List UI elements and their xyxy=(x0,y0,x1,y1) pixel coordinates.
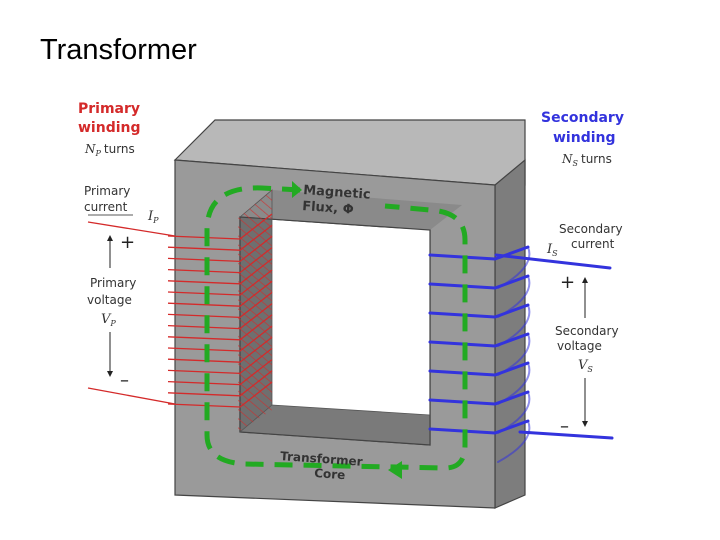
primary-lead-bottom xyxy=(87,387,176,405)
primary-coil-turn xyxy=(167,235,273,263)
secondary-voltage-label-1: Secondary xyxy=(555,324,619,338)
secondary-voltage-symbol-main: V xyxy=(578,358,589,373)
secondary-current-symbol: IS xyxy=(546,242,558,258)
primary-winding-heading-1: Primary xyxy=(78,101,140,117)
primary-coil-turn xyxy=(167,325,273,352)
primary-voltage-symbol-main: V xyxy=(101,312,112,327)
flux-label-1: Magnetic xyxy=(303,183,371,203)
secondary-winding-heading-1: Secondary xyxy=(541,110,624,126)
primary-coil-turn xyxy=(167,303,273,330)
primary-coil-turn xyxy=(167,370,273,397)
core-label-2: Core xyxy=(314,466,346,482)
primary-turns-symbol: N xyxy=(84,142,96,156)
primary-coil-turn xyxy=(167,381,273,408)
primary-coil-turn xyxy=(167,314,273,341)
slide-title: Transformer xyxy=(40,34,197,66)
secondary-winding-heading-2: winding xyxy=(553,130,616,146)
primary-voltage-label-1: Primary xyxy=(90,276,136,290)
primary-turns-sub: P xyxy=(95,149,102,158)
secondary-current-symbol-main: I xyxy=(546,242,553,257)
secondary-lead-top xyxy=(494,253,612,270)
secondary-voltage-label-2: voltage xyxy=(557,339,602,353)
secondary-voltage-symbol: VS xyxy=(578,358,593,374)
secondary-coil-turn xyxy=(428,274,530,290)
secondary-winding-coils xyxy=(428,245,614,463)
secondary-coil-turn xyxy=(428,303,530,319)
secondary-coil-turn xyxy=(428,332,530,348)
secondary-turns-symbol: N xyxy=(561,152,573,166)
secondary-voltage-symbol-sub: S xyxy=(587,365,593,374)
primary-turns-word: turns xyxy=(104,142,135,156)
secondary-coil-turn xyxy=(428,361,530,377)
primary-winding-coils xyxy=(87,213,273,408)
primary-coil-turn xyxy=(167,224,273,251)
primary-plus: + xyxy=(120,232,135,253)
flux-label-2: Flux, Φ xyxy=(302,199,354,218)
core-window-hole xyxy=(272,222,430,415)
secondary-turns-sub: S xyxy=(573,159,579,168)
secondary-current-label-1: Secondary xyxy=(559,222,623,236)
primary-coil-turn xyxy=(167,280,273,307)
secondary-coil-turn xyxy=(428,419,530,435)
primary-coil-turn xyxy=(167,347,273,375)
primary-voltage-symbol: VP xyxy=(101,312,116,328)
secondary-coil-turn xyxy=(428,245,530,261)
primary-coil-turn xyxy=(167,291,273,319)
primary-current-label-2: current xyxy=(84,200,128,214)
primary-coil-turn xyxy=(167,359,273,386)
primary-winding-hatch xyxy=(238,190,272,432)
primary-coil-turn xyxy=(167,247,273,274)
flux-arrow-top xyxy=(292,181,302,198)
primary-coil-turn xyxy=(167,269,273,296)
magnetic-flux-path xyxy=(204,181,468,479)
primary-coil-turn xyxy=(167,258,273,285)
secondary-coil-back xyxy=(497,420,531,463)
primary-winding-heading-2: winding xyxy=(78,120,141,136)
secondary-current-label-2: current xyxy=(571,237,615,251)
primary-coil-turn xyxy=(167,213,273,240)
core-label-1: Transformer xyxy=(280,449,363,469)
flux-loop xyxy=(204,185,468,471)
secondary-current-symbol-sub: S xyxy=(552,249,558,258)
primary-current-symbol: IP xyxy=(147,209,159,225)
secondary-plus: + xyxy=(560,272,575,293)
flux-arrow-bottom xyxy=(388,461,402,479)
secondary-lead-bottom xyxy=(518,430,614,440)
secondary-minus: – xyxy=(560,416,569,437)
secondary-coil-turn xyxy=(428,390,530,406)
primary-coil-turn xyxy=(167,336,273,363)
core-window-depth-top xyxy=(240,190,462,230)
primary-voltage-label-2: voltage xyxy=(87,293,132,307)
primary-minus: – xyxy=(120,370,129,391)
primary-voltage-symbol-sub: P xyxy=(109,319,116,328)
primary-current-symbol-main: I xyxy=(147,209,154,224)
primary-current-label-1: Primary xyxy=(84,184,130,198)
primary-current-symbol-sub: P xyxy=(152,216,159,225)
transformer-core xyxy=(173,119,526,509)
secondary-turns-word: turns xyxy=(581,152,612,166)
primary-lead-top xyxy=(87,221,176,237)
